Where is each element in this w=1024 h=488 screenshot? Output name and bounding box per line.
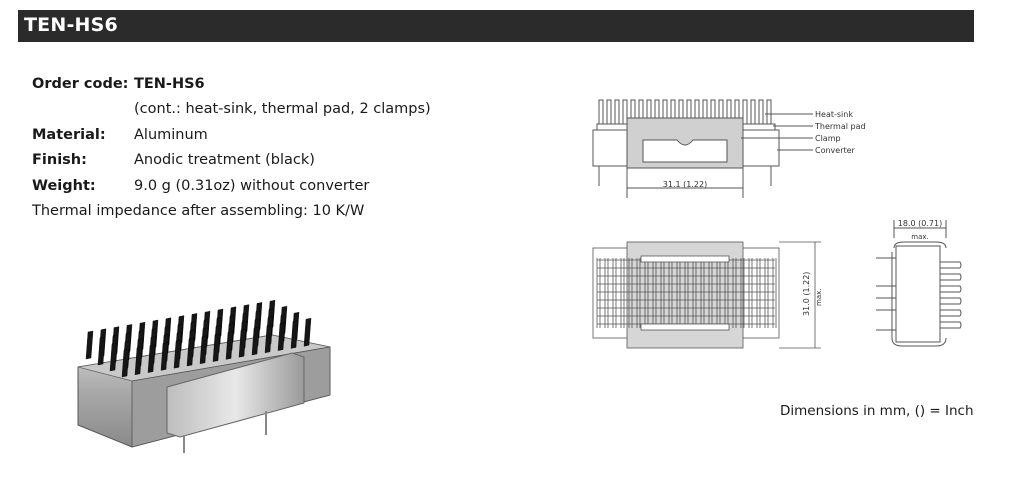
thermal-impedance-text: Thermal impedance after assembling: 10 K… [32, 203, 365, 219]
order-code-label: Order code: [32, 76, 129, 92]
material-label: Material: [32, 127, 106, 143]
finish-label: Finish: [32, 152, 87, 168]
top-height-max: max. [815, 289, 823, 306]
material-value: Aluminum [134, 127, 208, 143]
order-code-value: TEN-HS6 [134, 76, 205, 92]
header-bar: TEN-HS6 [18, 10, 974, 42]
side-view-drawing: 31.1 (1.22) Heat-sink Thermal pad Clamp … [592, 99, 866, 198]
side-width-dimension: 31.1 (1.22) [663, 180, 707, 189]
end-depth-max: max. [911, 233, 928, 241]
finish-value: Anodic treatment (black) [134, 152, 315, 168]
label-thermal-pad: Thermal pad [814, 122, 866, 131]
top-view-drawing: 31.0 (1.22) max. [592, 241, 823, 349]
top-height-dimension: 31.0 (1.22) [802, 272, 811, 316]
label-heat-sink: Heat-sink [815, 110, 853, 119]
label-converter: Converter [815, 146, 856, 155]
weight-label: Weight: [32, 178, 96, 194]
spec-thermal-impedance: Thermal impedance after assembling: 10 K… [32, 203, 364, 219]
product-photo [77, 299, 331, 453]
label-clamp: Clamp [815, 134, 841, 143]
dimensions-note: Dimensions in mm, () = Inch [780, 403, 974, 419]
weight-value: 9.0 g (0.31oz) without converter [134, 178, 370, 194]
end-view-drawing: 18.0 (0.71) max. [876, 219, 962, 347]
end-depth-dimension: 18.0 (0.71) [898, 219, 942, 228]
page-title: TEN-HS6 [24, 14, 118, 36]
contents-value: (cont.: heat-sink, thermal pad, 2 clamps… [134, 101, 431, 117]
